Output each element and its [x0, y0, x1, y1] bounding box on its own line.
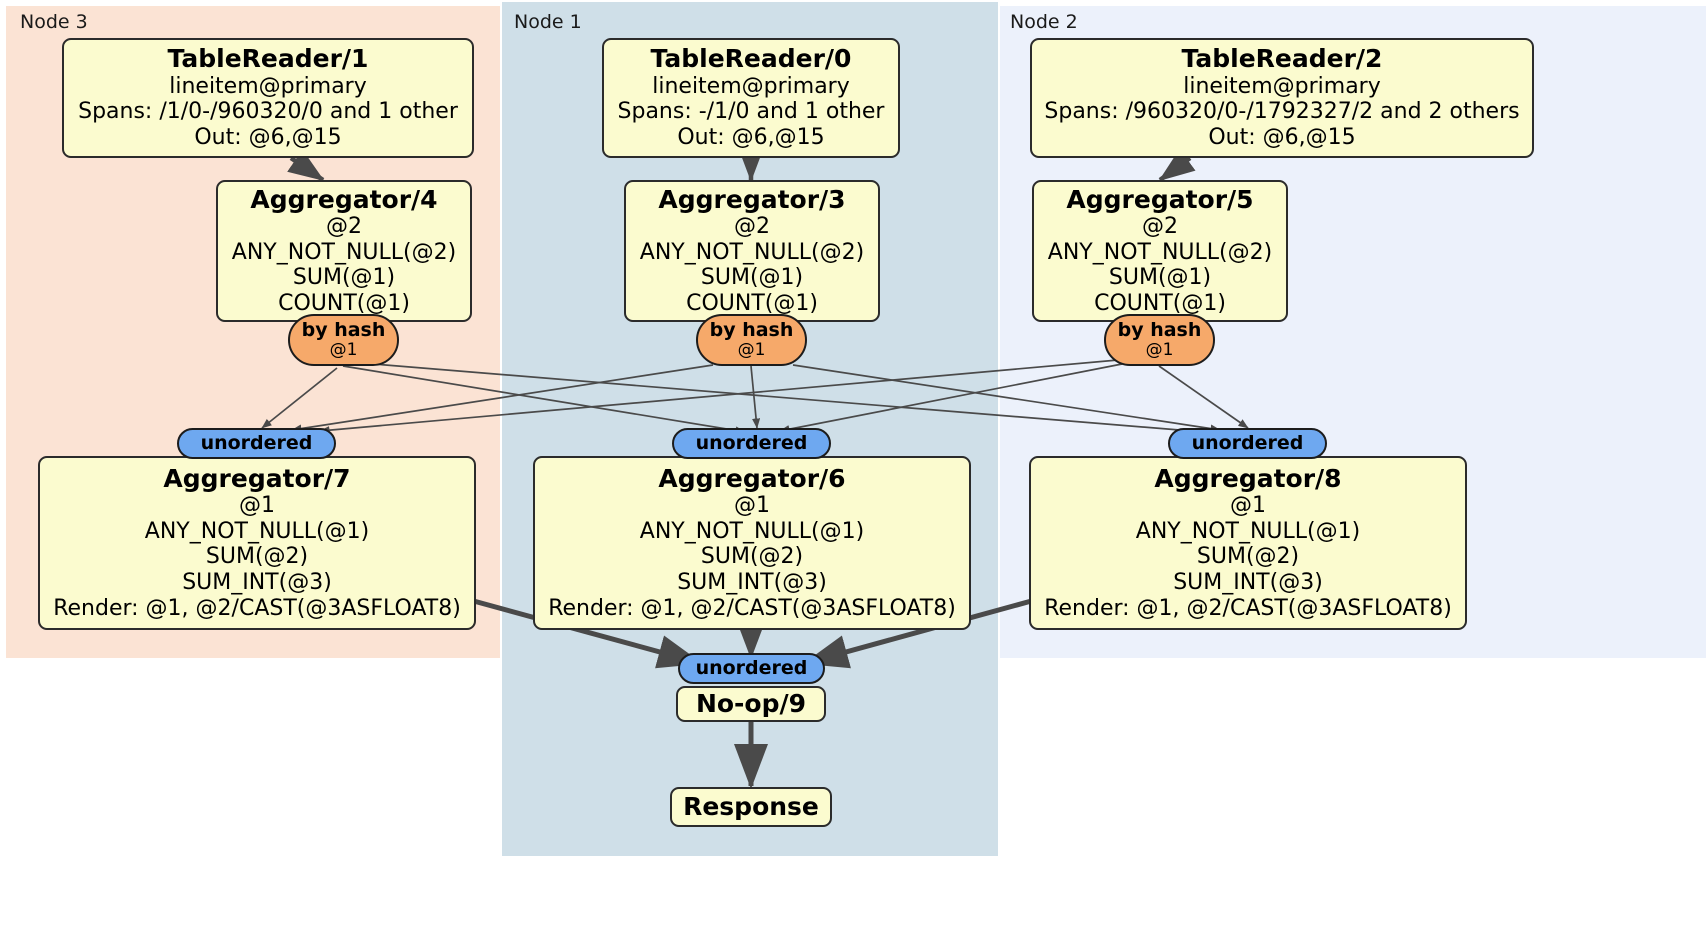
- processor-render-line: Render: @1, @2/CAST(@3ASFLOAT8): [53, 595, 461, 621]
- processor-detail-line: lineitem@primary: [169, 73, 367, 99]
- router-column: @1: [329, 340, 358, 361]
- receiver-label: unordered: [1191, 432, 1304, 455]
- processor-detail-line: @2: [326, 214, 362, 240]
- processor-detail-line: @1: [239, 493, 275, 519]
- node-label-node2: Node 2: [1010, 11, 1078, 33]
- processor-detail-line: Spans: -/1/0 and 1 other: [617, 99, 885, 125]
- processor-detail-line: lineitem@primary: [652, 73, 850, 99]
- router-label: by hash: [1117, 319, 1202, 342]
- receiver-unordered-center[interactable]: unordered: [672, 428, 831, 459]
- processor-detail-line: Spans: /960320/0-/1792327/2 and 2 others: [1044, 99, 1520, 125]
- processor-detail-line: SUM(@1): [1108, 265, 1212, 291]
- processor-tablereader-0[interactable]: TableReader/0 lineitem@primary Spans: -/…: [602, 38, 900, 158]
- processor-detail-line: Spans: /1/0-/960320/0 and 1 other: [78, 99, 458, 125]
- receiver-unordered-left[interactable]: unordered: [177, 428, 336, 459]
- processor-title: No-op/9: [695, 688, 807, 718]
- receiver-label: unordered: [695, 657, 808, 680]
- processor-noop-9[interactable]: No-op/9: [676, 686, 826, 722]
- processor-title: TableReader/1: [167, 44, 369, 74]
- processor-detail-line: SUM(@2): [205, 544, 309, 570]
- processor-detail-line: ANY_NOT_NULL(@2): [639, 239, 865, 265]
- processor-aggregator-5[interactable]: Aggregator/5 @2 ANY_NOT_NULL(@2) SUM(@1)…: [1032, 180, 1288, 322]
- processor-detail-line: SUM(@2): [1196, 544, 1300, 570]
- router-label: by hash: [301, 319, 386, 342]
- processor-title: Aggregator/8: [1154, 463, 1342, 493]
- processor-response[interactable]: Response: [670, 787, 832, 827]
- processor-detail-line: COUNT(@1): [686, 290, 818, 316]
- processor-title: Aggregator/6: [658, 463, 846, 493]
- processor-detail-line: SUM(@1): [292, 265, 396, 291]
- router-column: @1: [737, 340, 766, 361]
- receiver-unordered-final[interactable]: unordered: [678, 653, 825, 684]
- processor-aggregator-4[interactable]: Aggregator/4 @2 ANY_NOT_NULL(@2) SUM(@1)…: [216, 180, 472, 322]
- processor-title: Aggregator/4: [250, 184, 438, 214]
- router-label: by hash: [709, 319, 794, 342]
- processor-detail-line: @1: [734, 493, 770, 519]
- processor-detail-line: ANY_NOT_NULL(@1): [1135, 518, 1361, 544]
- processor-detail-line: ANY_NOT_NULL(@2): [231, 239, 457, 265]
- receiver-unordered-right[interactable]: unordered: [1168, 428, 1327, 459]
- processor-detail-line: ANY_NOT_NULL(@1): [144, 518, 370, 544]
- receiver-label: unordered: [695, 432, 808, 455]
- processor-detail-line: SUM(@2): [700, 544, 804, 570]
- router-by-hash-center[interactable]: by hash @1: [696, 314, 807, 366]
- processor-detail-line: @2: [1142, 214, 1178, 240]
- processor-title: Aggregator/3: [658, 184, 846, 214]
- processor-detail-line: SUM_INT(@3): [182, 570, 332, 595]
- processor-aggregator-8[interactable]: Aggregator/8 @1 ANY_NOT_NULL(@1) SUM(@2)…: [1029, 456, 1467, 630]
- processor-detail-line: Out: @6,@15: [194, 125, 342, 150]
- processor-aggregator-7[interactable]: Aggregator/7 @1 ANY_NOT_NULL(@1) SUM(@2)…: [38, 456, 476, 630]
- processor-detail-line: lineitem@primary: [1183, 73, 1381, 99]
- processor-detail-line: ANY_NOT_NULL(@2): [1047, 239, 1273, 265]
- processor-detail-line: COUNT(@1): [278, 290, 410, 316]
- processor-detail-line: COUNT(@1): [1094, 290, 1226, 316]
- processor-detail-line: SUM(@1): [700, 265, 804, 291]
- node-label-node1: Node 1: [514, 11, 582, 33]
- processor-render-line: Render: @1, @2/CAST(@3ASFLOAT8): [548, 595, 956, 621]
- processor-detail-line: Out: @6,@15: [1208, 125, 1356, 150]
- processor-detail-line: ANY_NOT_NULL(@1): [639, 518, 865, 544]
- processor-title: Response: [683, 791, 819, 821]
- processor-title: TableReader/0: [650, 44, 852, 74]
- processor-title: Aggregator/7: [163, 463, 351, 493]
- processor-title: Aggregator/5: [1066, 184, 1254, 214]
- processor-aggregator-6[interactable]: Aggregator/6 @1 ANY_NOT_NULL(@1) SUM(@2)…: [533, 456, 971, 630]
- processor-aggregator-3[interactable]: Aggregator/3 @2 ANY_NOT_NULL(@2) SUM(@1)…: [624, 180, 880, 322]
- receiver-label: unordered: [200, 432, 313, 455]
- processor-tablereader-2[interactable]: TableReader/2 lineitem@primary Spans: /9…: [1030, 38, 1534, 158]
- processor-detail-line: @1: [1230, 493, 1266, 519]
- node-label-node3: Node 3: [20, 11, 88, 33]
- processor-detail-line: SUM_INT(@3): [1173, 570, 1323, 595]
- processor-detail-line: Out: @6,@15: [677, 125, 825, 150]
- router-by-hash-left[interactable]: by hash @1: [288, 314, 399, 366]
- router-by-hash-right[interactable]: by hash @1: [1104, 314, 1215, 366]
- processor-title: TableReader/2: [1181, 44, 1383, 74]
- processor-tablereader-1[interactable]: TableReader/1 lineitem@primary Spans: /1…: [62, 38, 474, 158]
- processor-detail-line: @2: [734, 214, 770, 240]
- processor-render-line: Render: @1, @2/CAST(@3ASFLOAT8): [1044, 595, 1452, 621]
- processor-detail-line: SUM_INT(@3): [677, 570, 827, 595]
- router-column: @1: [1145, 340, 1174, 361]
